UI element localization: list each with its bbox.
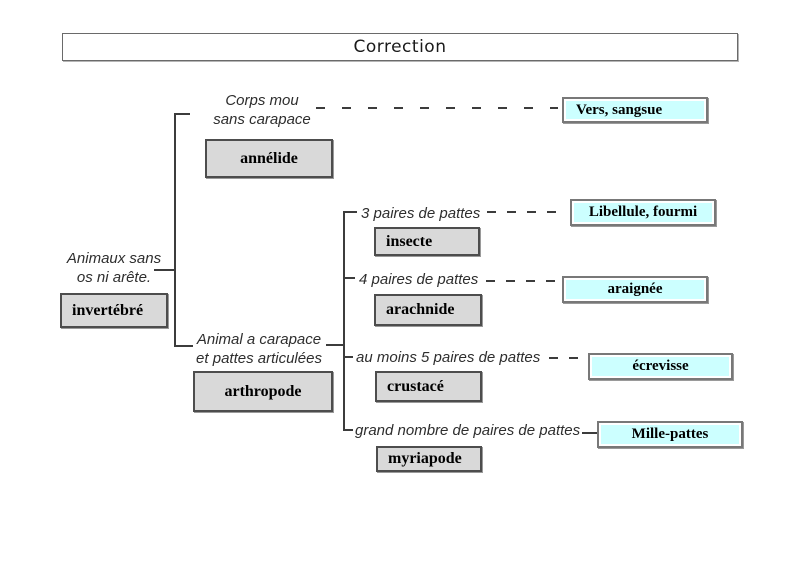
- connector-root-line: [154, 269, 175, 271]
- class-box-invertebre: invertébré: [60, 293, 168, 328]
- branch-tick-crustace: [343, 356, 353, 358]
- root-label-line2: os ni arête.: [76, 269, 152, 286]
- class-box-arthropode: arthropode: [193, 371, 333, 412]
- example-box-libellule-fourmi: Libellule, fourmi: [570, 199, 716, 226]
- criterion-label-arachnide: 4 paires de pattes: [359, 271, 479, 288]
- class-box-crustace: crustacé: [375, 371, 482, 402]
- example-box-ecrevisse: écrevisse: [588, 353, 733, 380]
- example-box-vers-sangsue: Vers, sangsue: [562, 97, 708, 123]
- branch-tick-insecte: [343, 211, 357, 213]
- branch-trunk-line-1: [174, 113, 176, 347]
- dashed-line-vers: [316, 107, 558, 109]
- root-label: Animaux sans os ni arête.: [58, 249, 170, 287]
- criterion-label-insecte: 3 paires de pattes: [361, 205, 481, 222]
- branch-tick-myriapode: [343, 429, 353, 431]
- branch-trunk-line-2: [343, 211, 345, 431]
- branch-tick-arthropode: [174, 345, 193, 347]
- dashed-line-libellule: [487, 211, 561, 213]
- criterion-annelide-line1: Corps mou: [225, 92, 299, 109]
- connector-millepattes-line: [582, 432, 597, 434]
- criterion-arthropode-line1: Animal a carapace: [196, 331, 322, 348]
- criterion-label-annelide: Corps mou sans carapace: [206, 91, 318, 129]
- example-box-mille-pattes: Mille-pattes: [597, 421, 743, 448]
- root-label-line1: Animaux sans: [66, 250, 162, 267]
- class-box-arachnide: arachnide: [374, 294, 482, 326]
- class-box-annelide: annélide: [205, 139, 333, 178]
- branch-tick-annelide: [174, 113, 190, 115]
- title-box: Correction: [62, 33, 738, 61]
- page-title: Correction: [353, 37, 447, 57]
- criterion-annelide-line2: sans carapace: [213, 111, 311, 128]
- dashed-line-ecrevisse: [549, 357, 579, 359]
- criterion-arthropode-line2: et pattes articulées: [196, 350, 322, 367]
- connector-arthropode-line: [326, 344, 343, 346]
- class-box-insecte: insecte: [374, 227, 480, 256]
- dashed-line-araignee: [486, 280, 562, 282]
- branch-tick-arachnide: [343, 277, 355, 279]
- example-box-araignee: araignée: [562, 276, 708, 303]
- class-box-myriapode: myriapode: [376, 446, 482, 472]
- criterion-label-myriapode: grand nombre de paires de pattes: [355, 422, 581, 439]
- criterion-label-crustace: au moins 5 paires de pattes: [356, 349, 541, 366]
- criterion-label-arthropode: Animal a carapace et pattes articulées: [190, 330, 328, 368]
